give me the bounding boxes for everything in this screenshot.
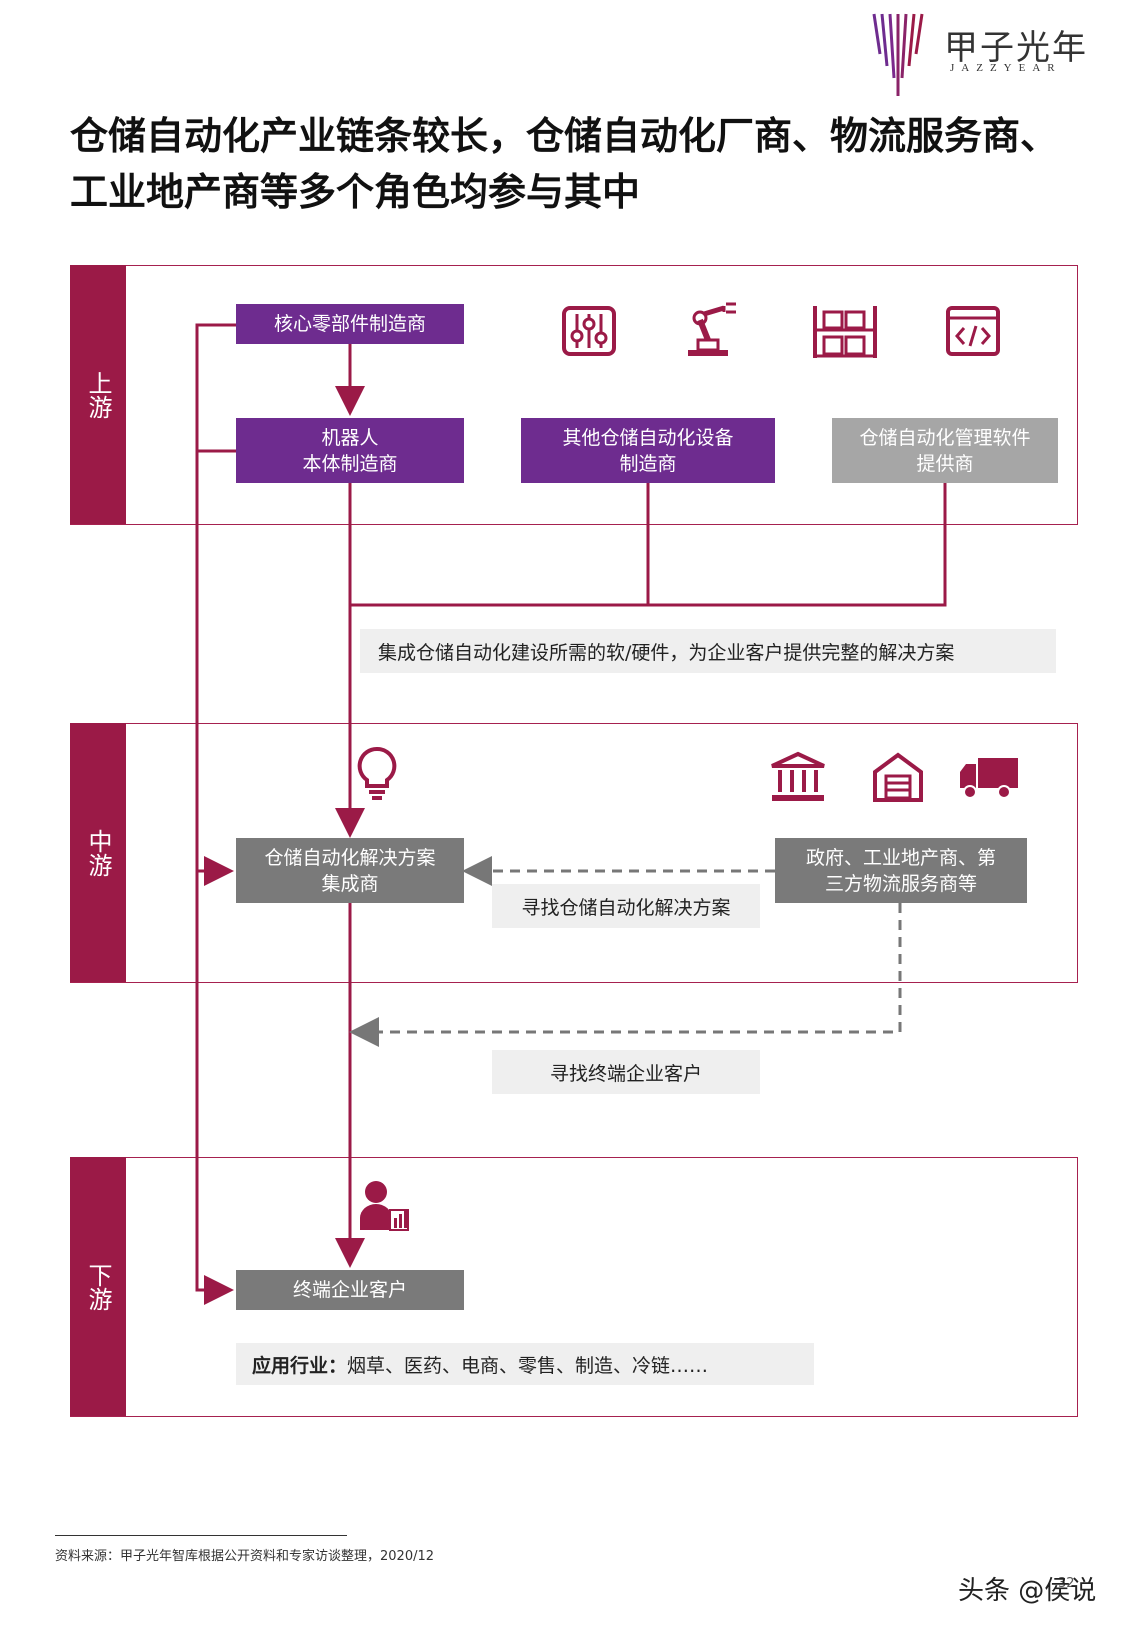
logo-mark-icon xyxy=(872,13,924,96)
page-number: 32 xyxy=(1058,1576,1075,1591)
integration-note: 集成仓储自动化建设所需的软/硬件，为企业客户提供完整的解决方案 xyxy=(360,629,1056,673)
industries-label: 应用行业： xyxy=(252,1354,348,1377)
robot-arm-icon xyxy=(688,302,736,356)
government-line1: 政府、工业地产商、第 xyxy=(805,846,996,869)
software-join xyxy=(648,483,947,607)
downstream-band: 下游 xyxy=(70,1157,126,1416)
find-customer-note: 寻找终端企业客户 xyxy=(492,1050,760,1094)
page-title: 仓储自动化产业链条较长，仓储自动化厂商、物流服务商、工业地产商等多个角色均参与其… xyxy=(70,114,1059,214)
bank-icon xyxy=(771,751,825,801)
code-icon xyxy=(946,306,1000,356)
other-equipment-manufacturer: 其他仓储自动化设备 制造商 xyxy=(521,418,775,483)
sliders-icon xyxy=(562,306,616,356)
core-parts-manufacturer: 核心零部件制造商 xyxy=(236,304,464,344)
industries-list: 烟草、医药、电商、零售、制造、冷链…… xyxy=(347,1354,709,1377)
robot-body-manufacturer: 机器人 本体制造商 xyxy=(236,418,464,483)
integration-note-text: 集成仓储自动化建设所需的软/硬件，为企业客户提供完整的解决方案 xyxy=(378,641,955,664)
truck-icon xyxy=(960,758,1018,799)
find-solution-text: 寻找仓储自动化解决方案 xyxy=(521,896,731,919)
core-parts-label: 核心零部件制造商 xyxy=(273,313,426,335)
industries-note: 应用行业： 烟草、医药、电商、零售、制造、冷链…… xyxy=(236,1343,814,1385)
warehouse-shelf-icon xyxy=(813,306,877,358)
software-line2: 提供商 xyxy=(916,452,974,475)
footer-divider xyxy=(55,1535,347,1536)
business-person-icon xyxy=(360,1181,409,1231)
midstream-label: 中游 xyxy=(84,828,112,877)
other-equipment-line1: 其他仓储自动化设备 xyxy=(562,426,734,449)
government-logistics-box: 政府、工业地产商、第 三方物流服务商等 xyxy=(775,838,1027,903)
logo-name-cn: 甲子光年 xyxy=(944,28,1088,68)
warehouse-icon xyxy=(873,752,923,802)
integrator-line2: 集成商 xyxy=(321,872,379,895)
find-customer-dashed-arrow xyxy=(349,903,902,1047)
government-line2: 三方物流服务商等 xyxy=(824,872,977,895)
upstream-label: 上游 xyxy=(84,370,112,419)
credit-watermark: 头条 @侯说 xyxy=(958,1576,1097,1606)
equipment-software-join xyxy=(350,483,650,607)
find-customer-text: 寻找终端企业客户 xyxy=(549,1062,702,1085)
end-customer-label: 终端企业客户 xyxy=(292,1279,407,1301)
lightbulb-icon xyxy=(357,746,397,800)
robot-body-line1: 机器人 xyxy=(321,426,379,449)
find-solution-note: 寻找仓储自动化解决方案 xyxy=(492,884,760,928)
integrator-line1: 仓储自动化解决方案 xyxy=(264,846,436,869)
robot-body-line2: 本体制造商 xyxy=(302,452,398,475)
downstream-label: 下游 xyxy=(84,1262,112,1311)
solution-integrator: 仓储自动化解决方案 集成商 xyxy=(236,838,464,903)
midstream-band: 中游 xyxy=(70,723,126,982)
left-feed-line xyxy=(195,323,236,1305)
end-enterprise-customer: 终端企业客户 xyxy=(236,1270,464,1310)
source-note: 资料来源：甲子光年智库根据公开资料和专家访谈整理，2020/12 xyxy=(55,1549,435,1564)
software-line1: 仓储自动化管理软件 xyxy=(859,426,1031,449)
logo-name-en: JAZZYEAR xyxy=(950,62,1062,74)
software-provider: 仓储自动化管理软件 提供商 xyxy=(832,418,1058,483)
other-equipment-line2: 制造商 xyxy=(619,452,677,475)
upstream-band: 上游 xyxy=(70,265,126,524)
